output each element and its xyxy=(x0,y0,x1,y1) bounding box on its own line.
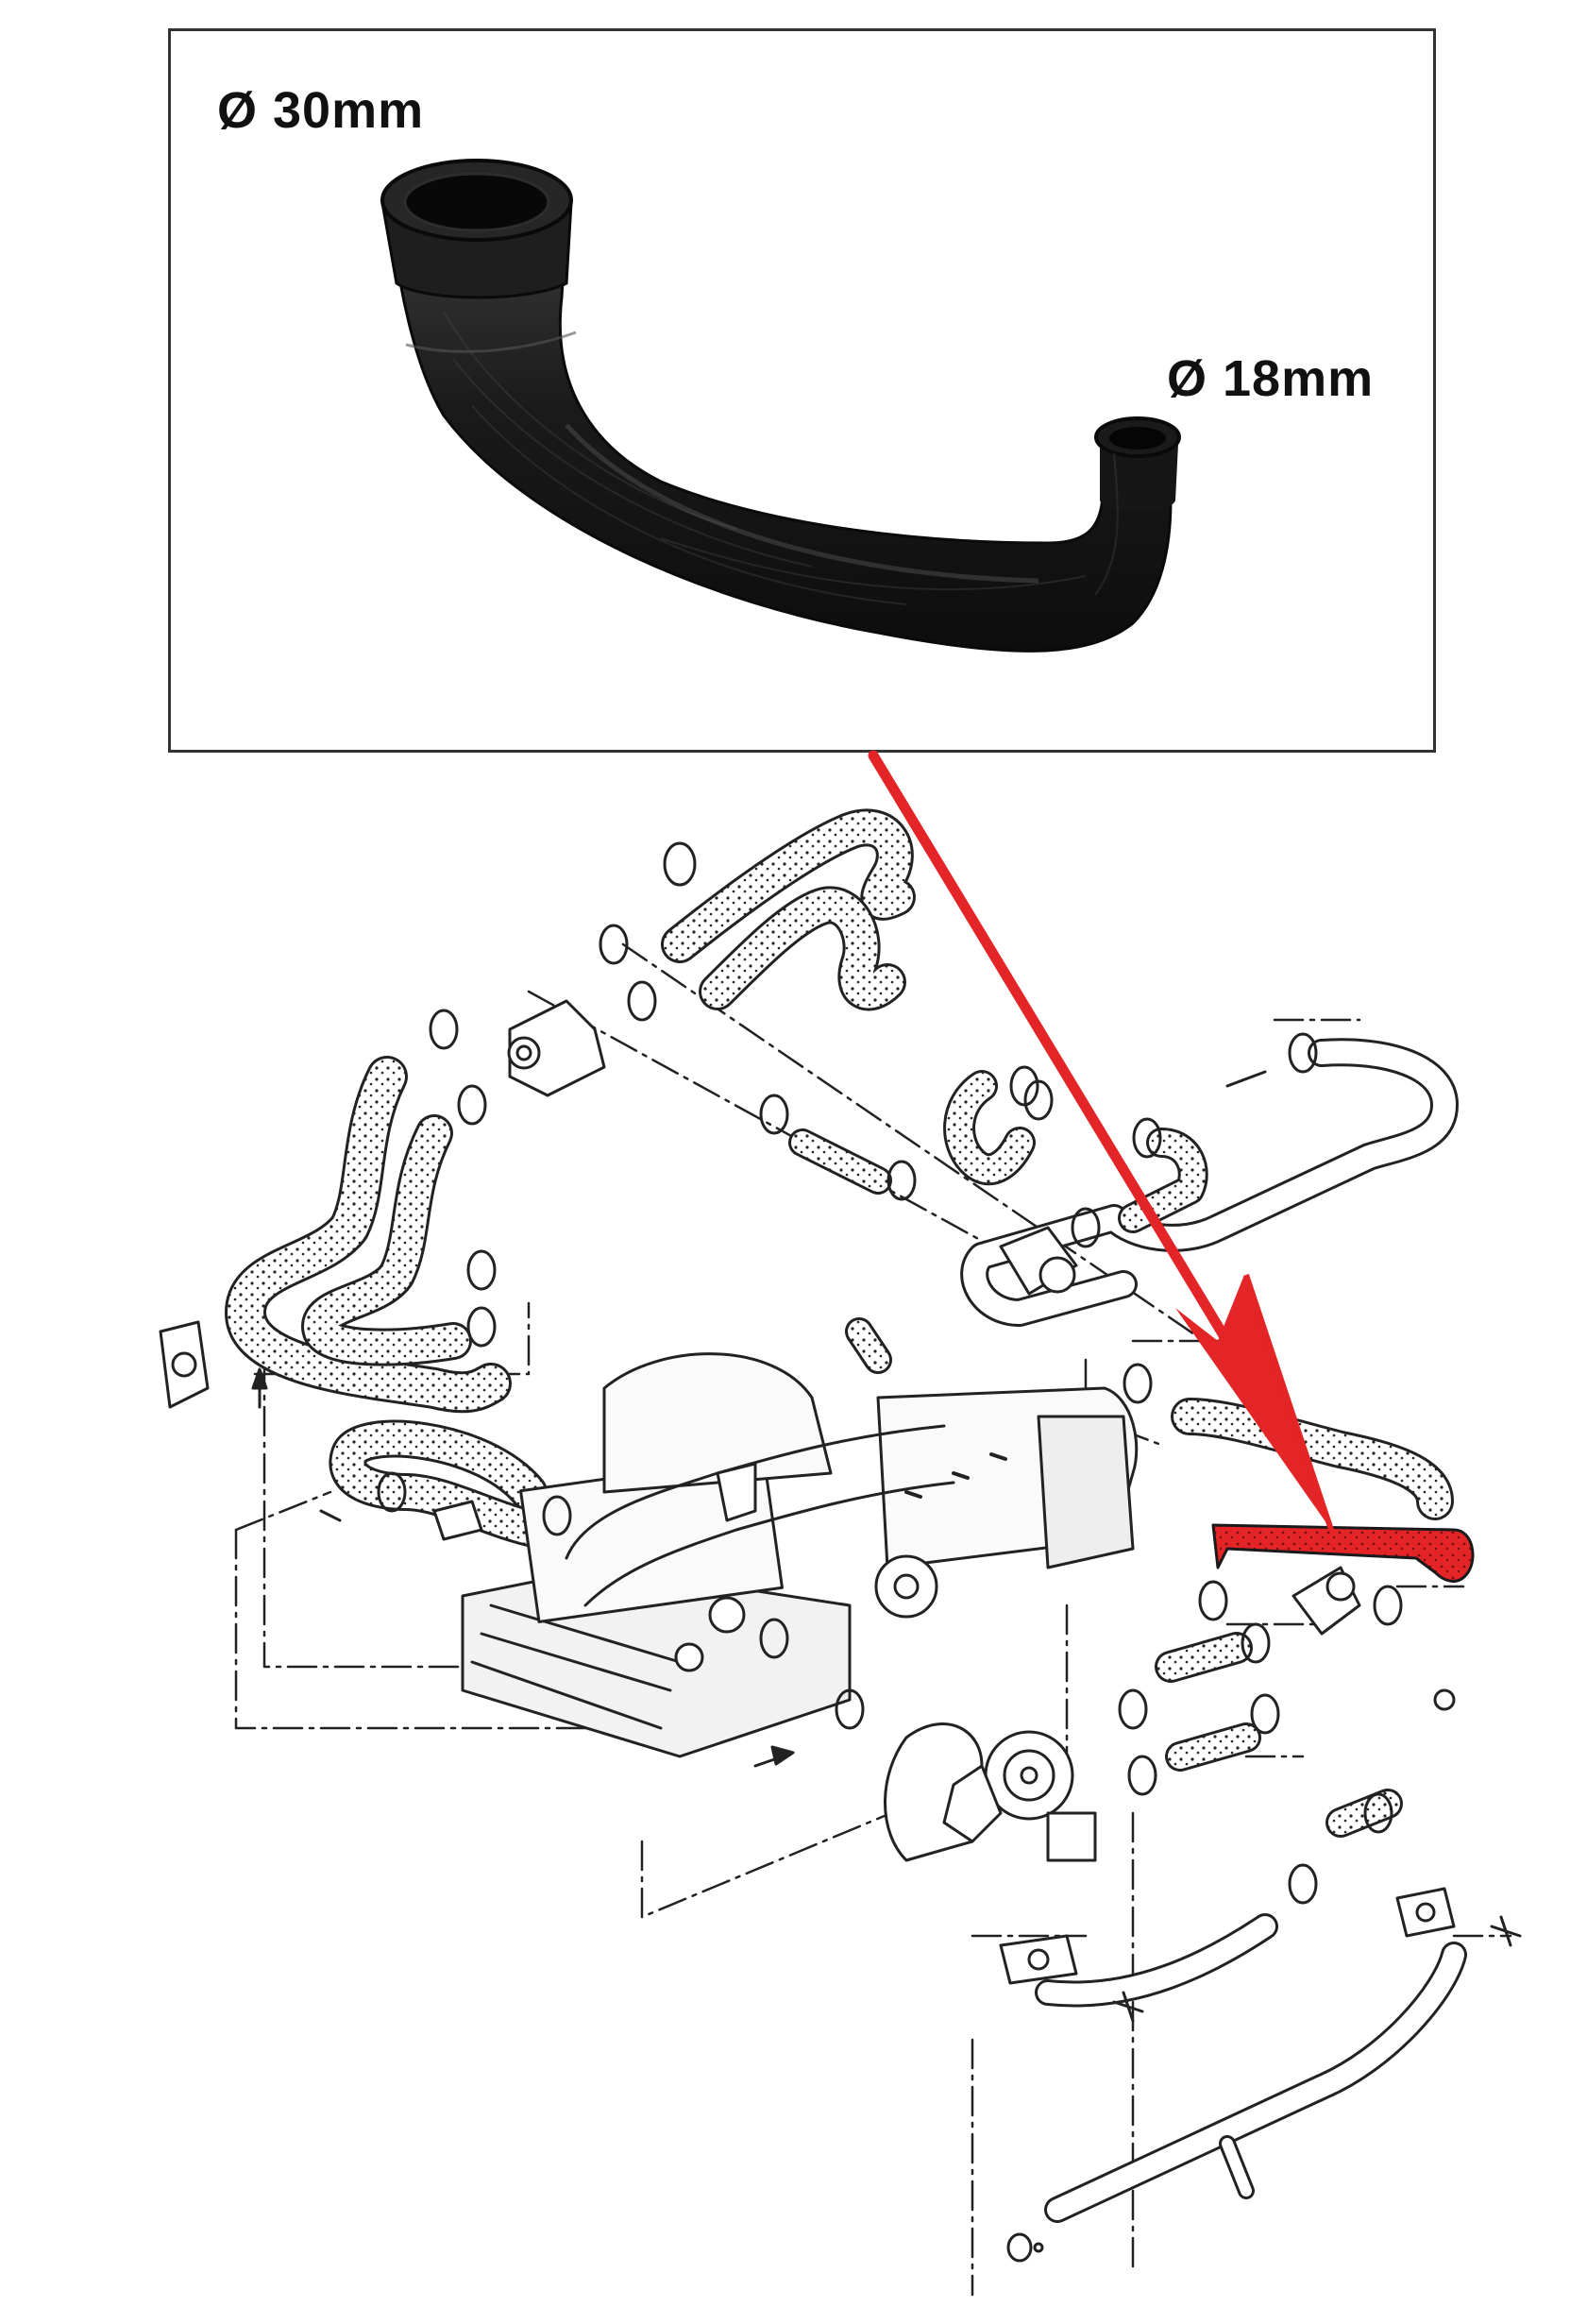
red-highlighted-hose[interactable] xyxy=(1211,1523,1475,1583)
small-diameter-label: Ø 18mm xyxy=(1167,350,1375,407)
large-diameter-label: Ø 30mm xyxy=(217,82,425,139)
rubber-hose-photo xyxy=(380,159,1181,653)
red-pointer-arrow xyxy=(868,750,1334,1531)
photo-panel xyxy=(168,28,1436,753)
connector-housings xyxy=(159,999,1361,1862)
small-bolts xyxy=(319,1509,1522,2253)
cooling-system-diagram xyxy=(159,808,1522,2297)
engine-block xyxy=(461,1352,1139,1862)
hose-clamps xyxy=(377,841,1403,1905)
